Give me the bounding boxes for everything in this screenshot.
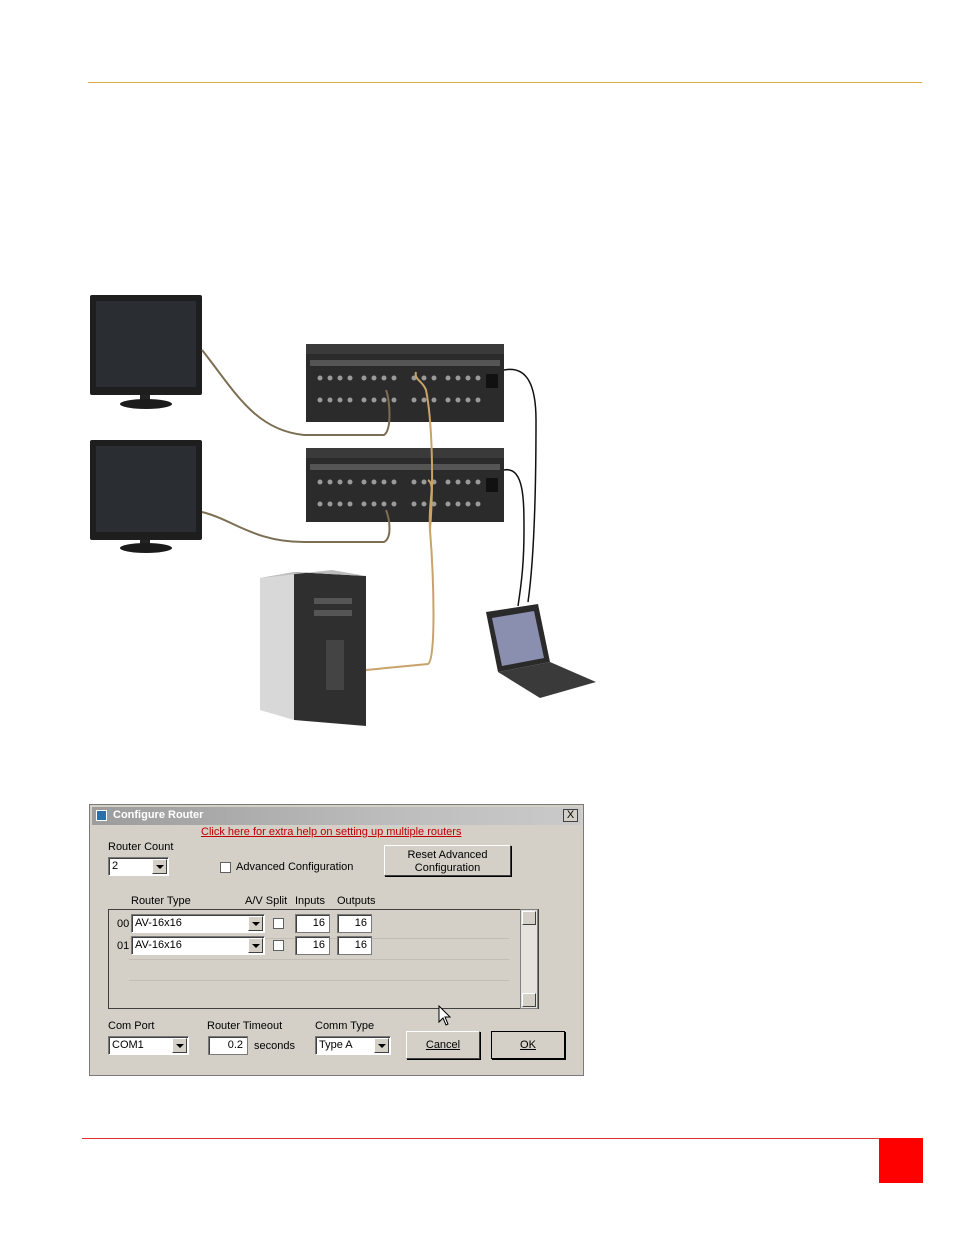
chevron-down-icon[interactable] (172, 1038, 187, 1053)
com-port-value: COM1 (112, 1039, 144, 1051)
router-icon (306, 448, 504, 522)
outputs-field[interactable]: 16 (337, 914, 372, 933)
outputs-field[interactable]: 16 (337, 936, 372, 955)
router-type-value: AV-16x16 (135, 939, 182, 951)
timeout-unit-label: seconds (254, 1040, 295, 1052)
reset-advanced-configuration-button[interactable]: Reset Advanced Configuration (384, 845, 511, 876)
router-count-label: Router Count (108, 841, 174, 853)
comm-type-value: Type A (319, 1039, 353, 1051)
router-count-value: 2 (112, 860, 119, 872)
advanced-configuration-checkbox[interactable] (220, 862, 231, 873)
router-timeout-field[interactable]: 0.2 (208, 1036, 248, 1055)
inputs-column-header: Inputs (295, 895, 325, 907)
configure-router-dialog: Configure Router X Click here for extra … (89, 804, 584, 1076)
dialog-title: Configure Router (113, 809, 204, 821)
chevron-down-icon[interactable] (152, 859, 167, 874)
title-bar: Configure Router X (92, 807, 581, 825)
av-split-column-header: A/V Split (245, 895, 288, 907)
com-port-select[interactable]: COM1 (108, 1036, 189, 1055)
app-icon (96, 810, 107, 821)
row-separator (129, 959, 509, 960)
close-button[interactable]: X (563, 809, 578, 822)
chevron-down-icon[interactable] (374, 1038, 389, 1053)
comm-type-select[interactable]: Type A (315, 1036, 391, 1055)
router-type-column-header: Router Type (131, 895, 191, 907)
advanced-configuration-label: Advanced Configuration (236, 861, 354, 873)
router-type-select[interactable]: AV-16x16 (131, 914, 265, 933)
chevron-down-icon[interactable] (248, 916, 263, 931)
footer-rule (82, 1138, 922, 1139)
scroll-up-icon[interactable] (522, 911, 536, 925)
help-link[interactable]: Click here for extra help on setting up … (201, 826, 462, 838)
av-split-checkbox[interactable] (273, 940, 284, 951)
comm-type-label: Comm Type (315, 1020, 375, 1032)
inputs-field[interactable]: 16 (295, 936, 330, 955)
page-number-box (879, 1138, 923, 1183)
row-index: 00 (117, 918, 130, 930)
ok-button[interactable]: OK (491, 1031, 565, 1059)
router-type-select[interactable]: AV-16x16 (131, 936, 265, 955)
com-port-label: Com Port (108, 1020, 155, 1032)
router-count-select[interactable]: 2 (108, 857, 169, 876)
row-index: 01 (117, 940, 130, 952)
row-separator (129, 980, 509, 981)
cancel-button[interactable]: Cancel (406, 1031, 480, 1059)
scroll-down-icon[interactable] (522, 993, 536, 1007)
laptop-icon (486, 604, 596, 698)
monitor-icon (90, 295, 202, 409)
chevron-down-icon[interactable] (248, 938, 263, 953)
equipment-diagram (90, 295, 596, 726)
list-scrollbar[interactable] (520, 909, 538, 1009)
computer-tower-icon (260, 570, 366, 726)
monitor-icon (90, 440, 202, 553)
router-icon (306, 344, 504, 422)
av-split-checkbox[interactable] (273, 918, 284, 929)
router-timeout-label: Router Timeout (207, 1020, 283, 1032)
inputs-field[interactable]: 16 (295, 914, 330, 933)
header-rule (88, 82, 922, 83)
router-type-value: AV-16x16 (135, 917, 182, 929)
mouse-cursor-icon (438, 1005, 452, 1026)
outputs-column-header: Outputs (337, 895, 376, 907)
